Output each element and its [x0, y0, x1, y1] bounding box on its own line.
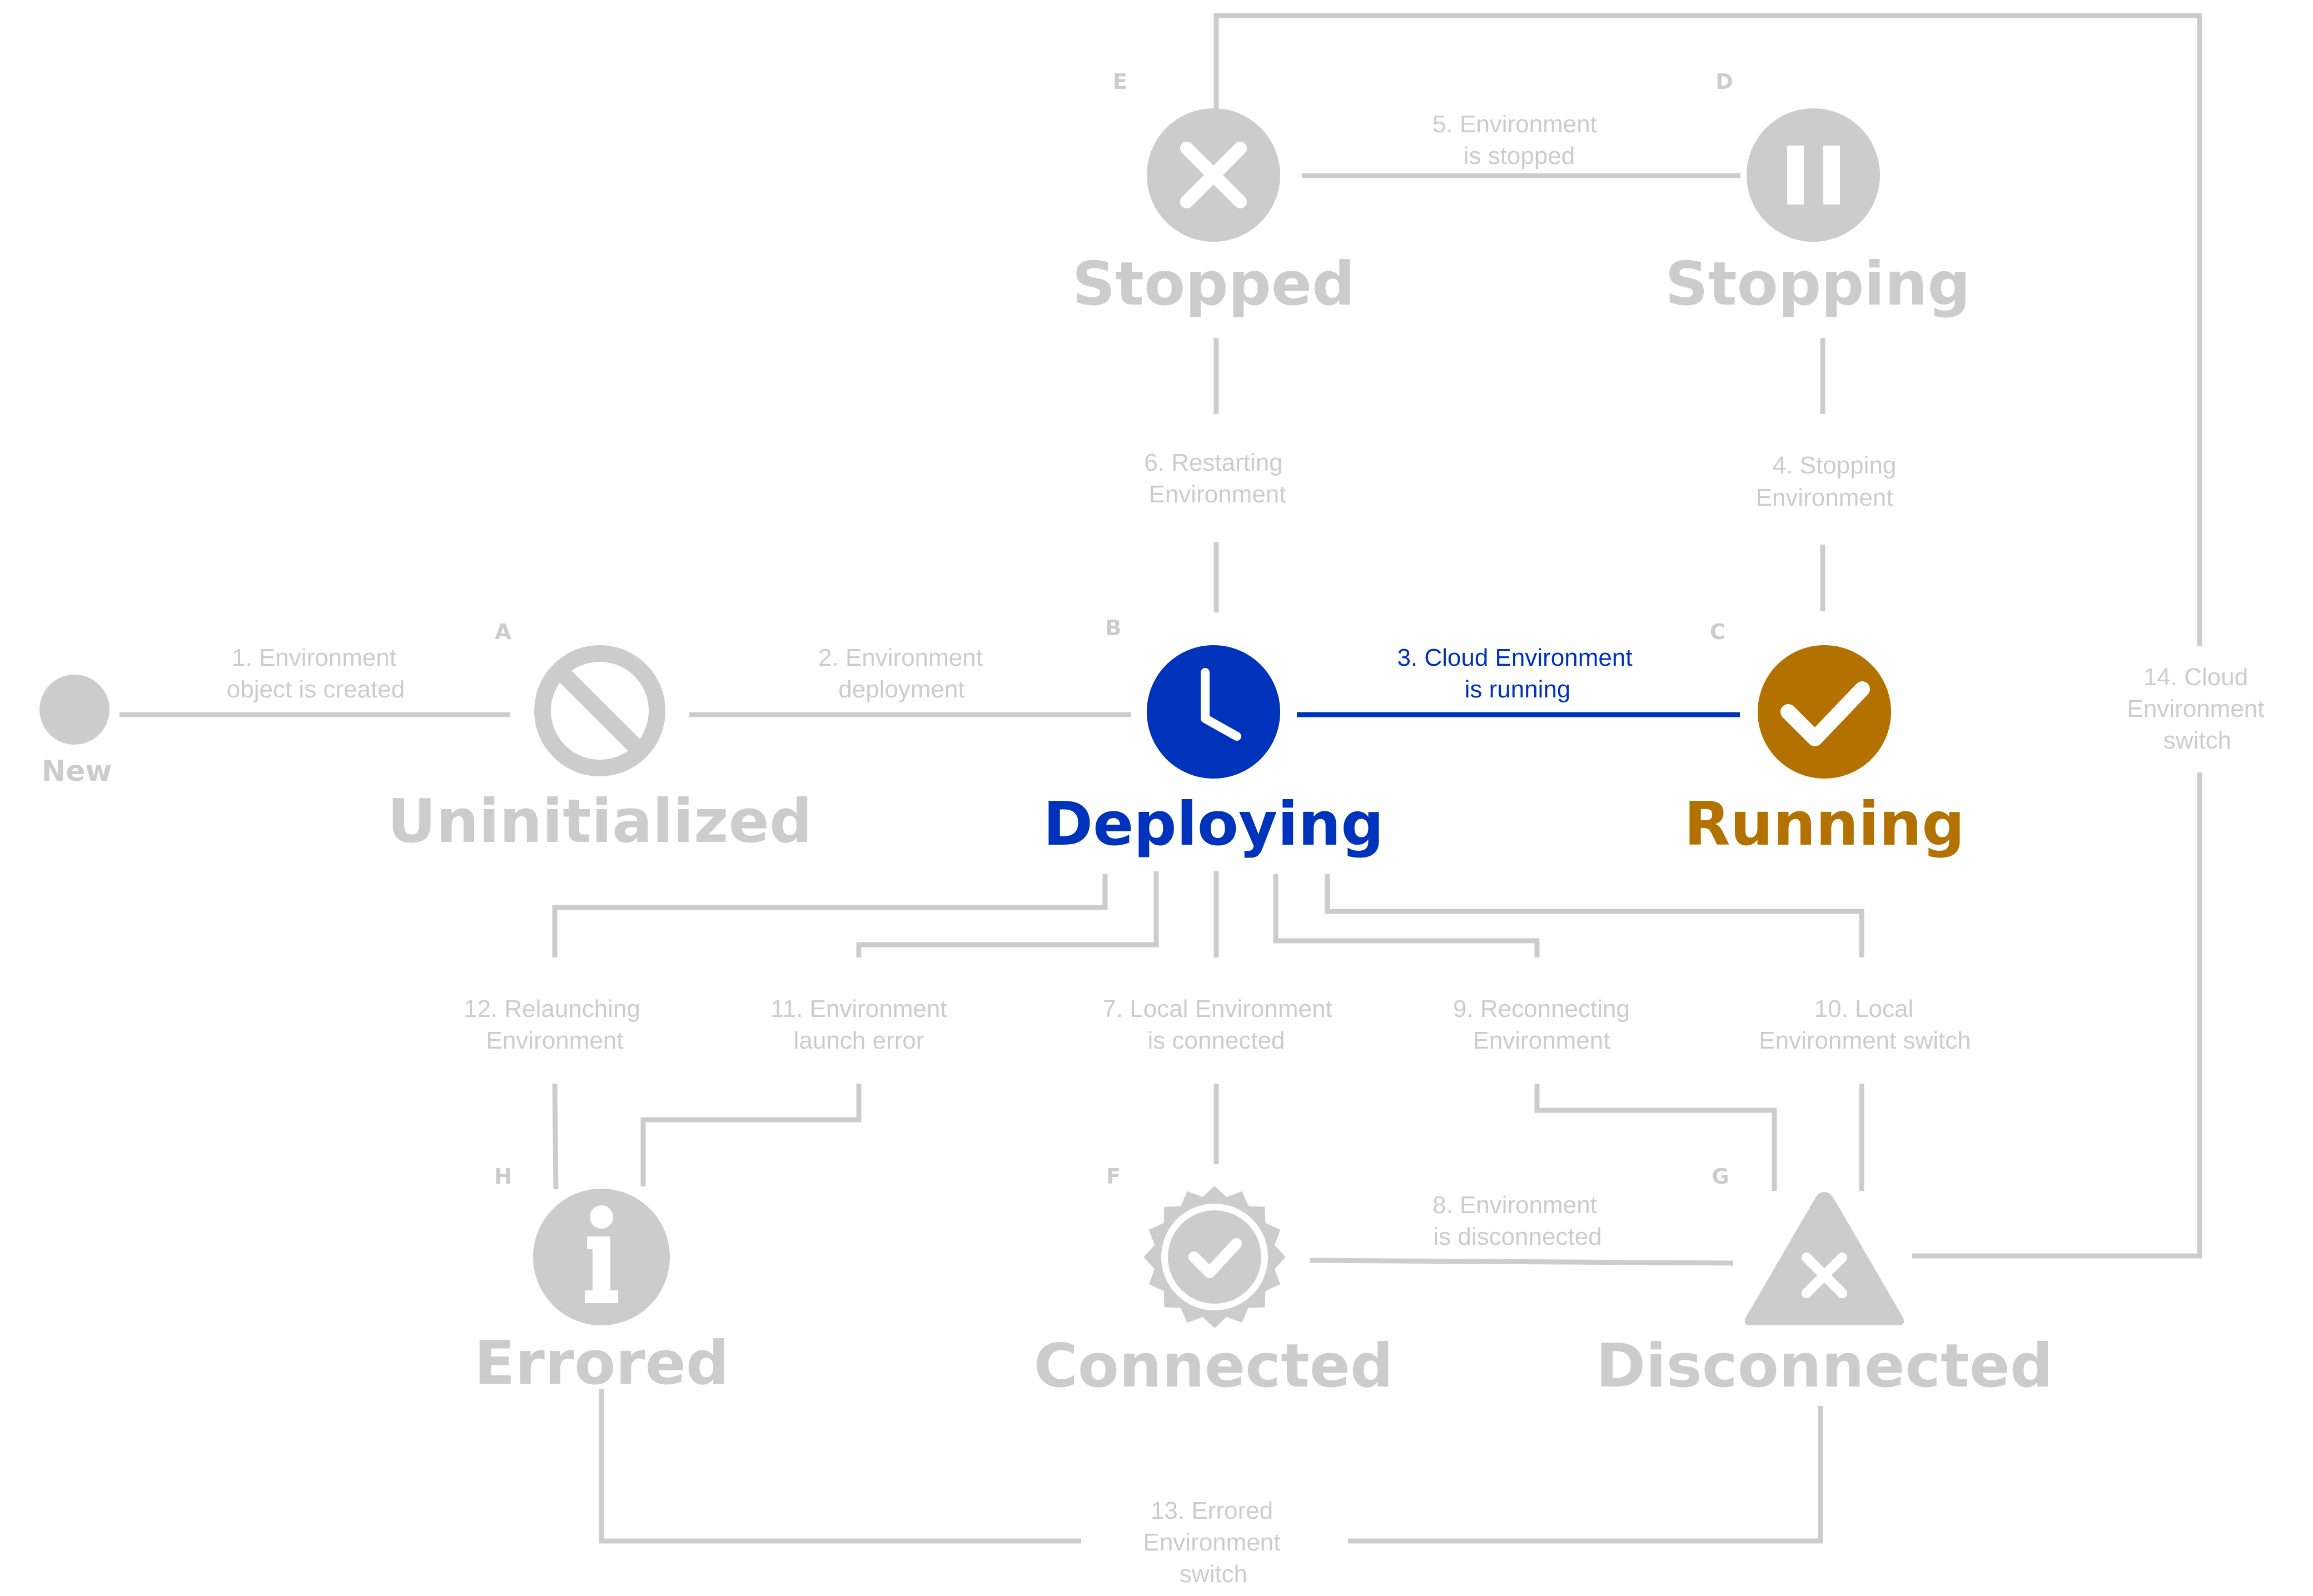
- label-t4: 4. Stopping Environment: [1755, 452, 1896, 511]
- label-t11-line1: 11. Environment: [770, 995, 947, 1023]
- label-t2: 2. Environment deployment: [818, 644, 983, 703]
- state-title-errored: Errored: [474, 1329, 729, 1398]
- state-letter-c: C: [1710, 620, 1725, 644]
- label-t5-line2: is stopped: [1464, 142, 1575, 169]
- state-running: C Running: [1684, 620, 1964, 859]
- info-icon: [533, 1189, 670, 1325]
- label-t14: 14. Cloud Environment switch: [2127, 664, 2264, 754]
- arrow-t12-upper: [552, 874, 1108, 957]
- label-t1-line1: 1. Environment: [232, 644, 396, 671]
- label-t9: 9. Reconnecting Environment: [1453, 995, 1630, 1054]
- arrow-t12-lower: [552, 1083, 559, 1190]
- label-t12-line2: Environment: [486, 1027, 623, 1054]
- arrow-t14-upper: [1213, 13, 2202, 646]
- state-title-running: Running: [1684, 790, 1964, 859]
- state-letter-b: B: [1106, 616, 1122, 640]
- label-t6-line2: Environment: [1148, 481, 1286, 508]
- state-letter-g: G: [1712, 1164, 1729, 1189]
- arrow-t11-upper: [856, 871, 1159, 957]
- label-t6-line1: 6. Restarting: [1144, 449, 1282, 476]
- state-title-connected: Connected: [1034, 1331, 1394, 1401]
- x-icon: [1147, 108, 1280, 242]
- transition-labels: 1. Environment object is created 2. Envi…: [227, 111, 2265, 1588]
- label-t12-line1: 12. Relaunching: [464, 995, 640, 1023]
- prohibited-icon: [534, 645, 665, 776]
- label-t13-line2: Environment: [1143, 1529, 1280, 1556]
- label-t3: 3. Cloud Environment is running: [1397, 644, 1632, 703]
- start-node: New: [39, 675, 112, 788]
- checkmark-icon: [1758, 645, 1891, 779]
- state-title-disconnected: Disconnected: [1596, 1331, 2053, 1401]
- state-letter-h: H: [494, 1164, 512, 1189]
- state-disconnected: G Disconnected: [1596, 1164, 2053, 1401]
- state-title-stopping: Stopping: [1665, 250, 1970, 319]
- state-letter-f: F: [1106, 1164, 1121, 1189]
- label-t8-line1: 8. Environment: [1432, 1191, 1597, 1219]
- arrow-t9-upper: [1273, 874, 1540, 957]
- label-t4-line2: Environment: [1755, 484, 1893, 511]
- label-t13-line1: 13. Errored: [1151, 1497, 1273, 1524]
- warning-triangle-icon: [1744, 1192, 1904, 1325]
- label-t11: 11. Environment launch error: [770, 995, 947, 1054]
- state-uninitialized: A Uninitialized: [387, 620, 813, 856]
- label-t7-line2: is connected: [1147, 1027, 1285, 1054]
- label-t10-line2: Environment switch: [1759, 1027, 1971, 1054]
- label-t5: 5. Environment is stopped: [1432, 111, 1597, 169]
- label-t12: 12. Relaunching Environment: [464, 995, 640, 1054]
- start-dot: [39, 675, 110, 745]
- arrow-t13-left: [599, 1389, 1081, 1544]
- label-t1: 1. Environment object is created: [227, 644, 405, 703]
- label-t7: 7. Local Environment is connected: [1102, 995, 1332, 1054]
- label-t14-line2: Environment: [2127, 695, 2264, 722]
- label-t14-line3: switch: [2163, 727, 2231, 754]
- label-t10-line1: 10. Local: [1814, 995, 1914, 1023]
- label-t1-line2: object is created: [227, 676, 405, 703]
- state-title-stopped: Stopped: [1072, 250, 1355, 319]
- label-t10: 10. Local Environment switch: [1759, 995, 1971, 1054]
- state-title-deploying: Deploying: [1043, 790, 1384, 859]
- label-t7-line1: 7. Local Environment: [1102, 995, 1332, 1023]
- label-t6: 6. Restarting Environment: [1144, 449, 1286, 508]
- start-label: New: [42, 755, 112, 788]
- state-errored: H Errored: [474, 1164, 729, 1398]
- arrow-t14-lower: [1912, 772, 2202, 1259]
- label-t13: 13. Errored Environment switch: [1143, 1497, 1280, 1588]
- arrow-t9-lower: [1534, 1084, 1777, 1191]
- state-stopping: D Stopping: [1665, 69, 1970, 319]
- label-t8-line2: is disconnected: [1433, 1223, 1601, 1250]
- state-stopped: E Stopped: [1072, 69, 1355, 319]
- label-t3-line2: is running: [1465, 676, 1571, 703]
- label-t5-line1: 5. Environment: [1432, 111, 1597, 138]
- pause-icon: [1747, 108, 1880, 242]
- label-t14-line1: 14. Cloud: [2143, 664, 2248, 691]
- label-t13-line3: switch: [1180, 1560, 1247, 1588]
- state-letter-e: E: [1113, 69, 1127, 94]
- label-t9-line2: Environment: [1473, 1027, 1610, 1054]
- arrow-t8: [1310, 1258, 1733, 1266]
- state-connected: F Connected: [1034, 1164, 1394, 1401]
- label-t2-line1: 2. Environment: [818, 644, 983, 671]
- state-letter-a: A: [495, 620, 511, 644]
- arrow-t11-lower: [640, 1084, 862, 1186]
- connectors: [120, 13, 2202, 1544]
- label-t2-line2: deployment: [838, 676, 964, 703]
- clock-icon: [1147, 645, 1280, 779]
- state-title-uninitialized: Uninitialized: [387, 787, 813, 856]
- label-t4-line1: 4. Stopping: [1773, 452, 1897, 479]
- label-t9-line1: 9. Reconnecting: [1453, 995, 1630, 1023]
- arrow-t13-right: [1348, 1406, 1823, 1544]
- label-t11-line2: launch error: [794, 1027, 924, 1054]
- state-letter-d: D: [1715, 69, 1733, 94]
- state-deploying: B Deploying: [1043, 616, 1384, 859]
- arrow-t10-upper: [1325, 874, 1864, 957]
- verified-badge-icon: [1143, 1186, 1286, 1328]
- label-t3-line1: 3. Cloud Environment: [1397, 644, 1632, 671]
- label-t8: 8. Environment is disconnected: [1432, 1191, 1602, 1250]
